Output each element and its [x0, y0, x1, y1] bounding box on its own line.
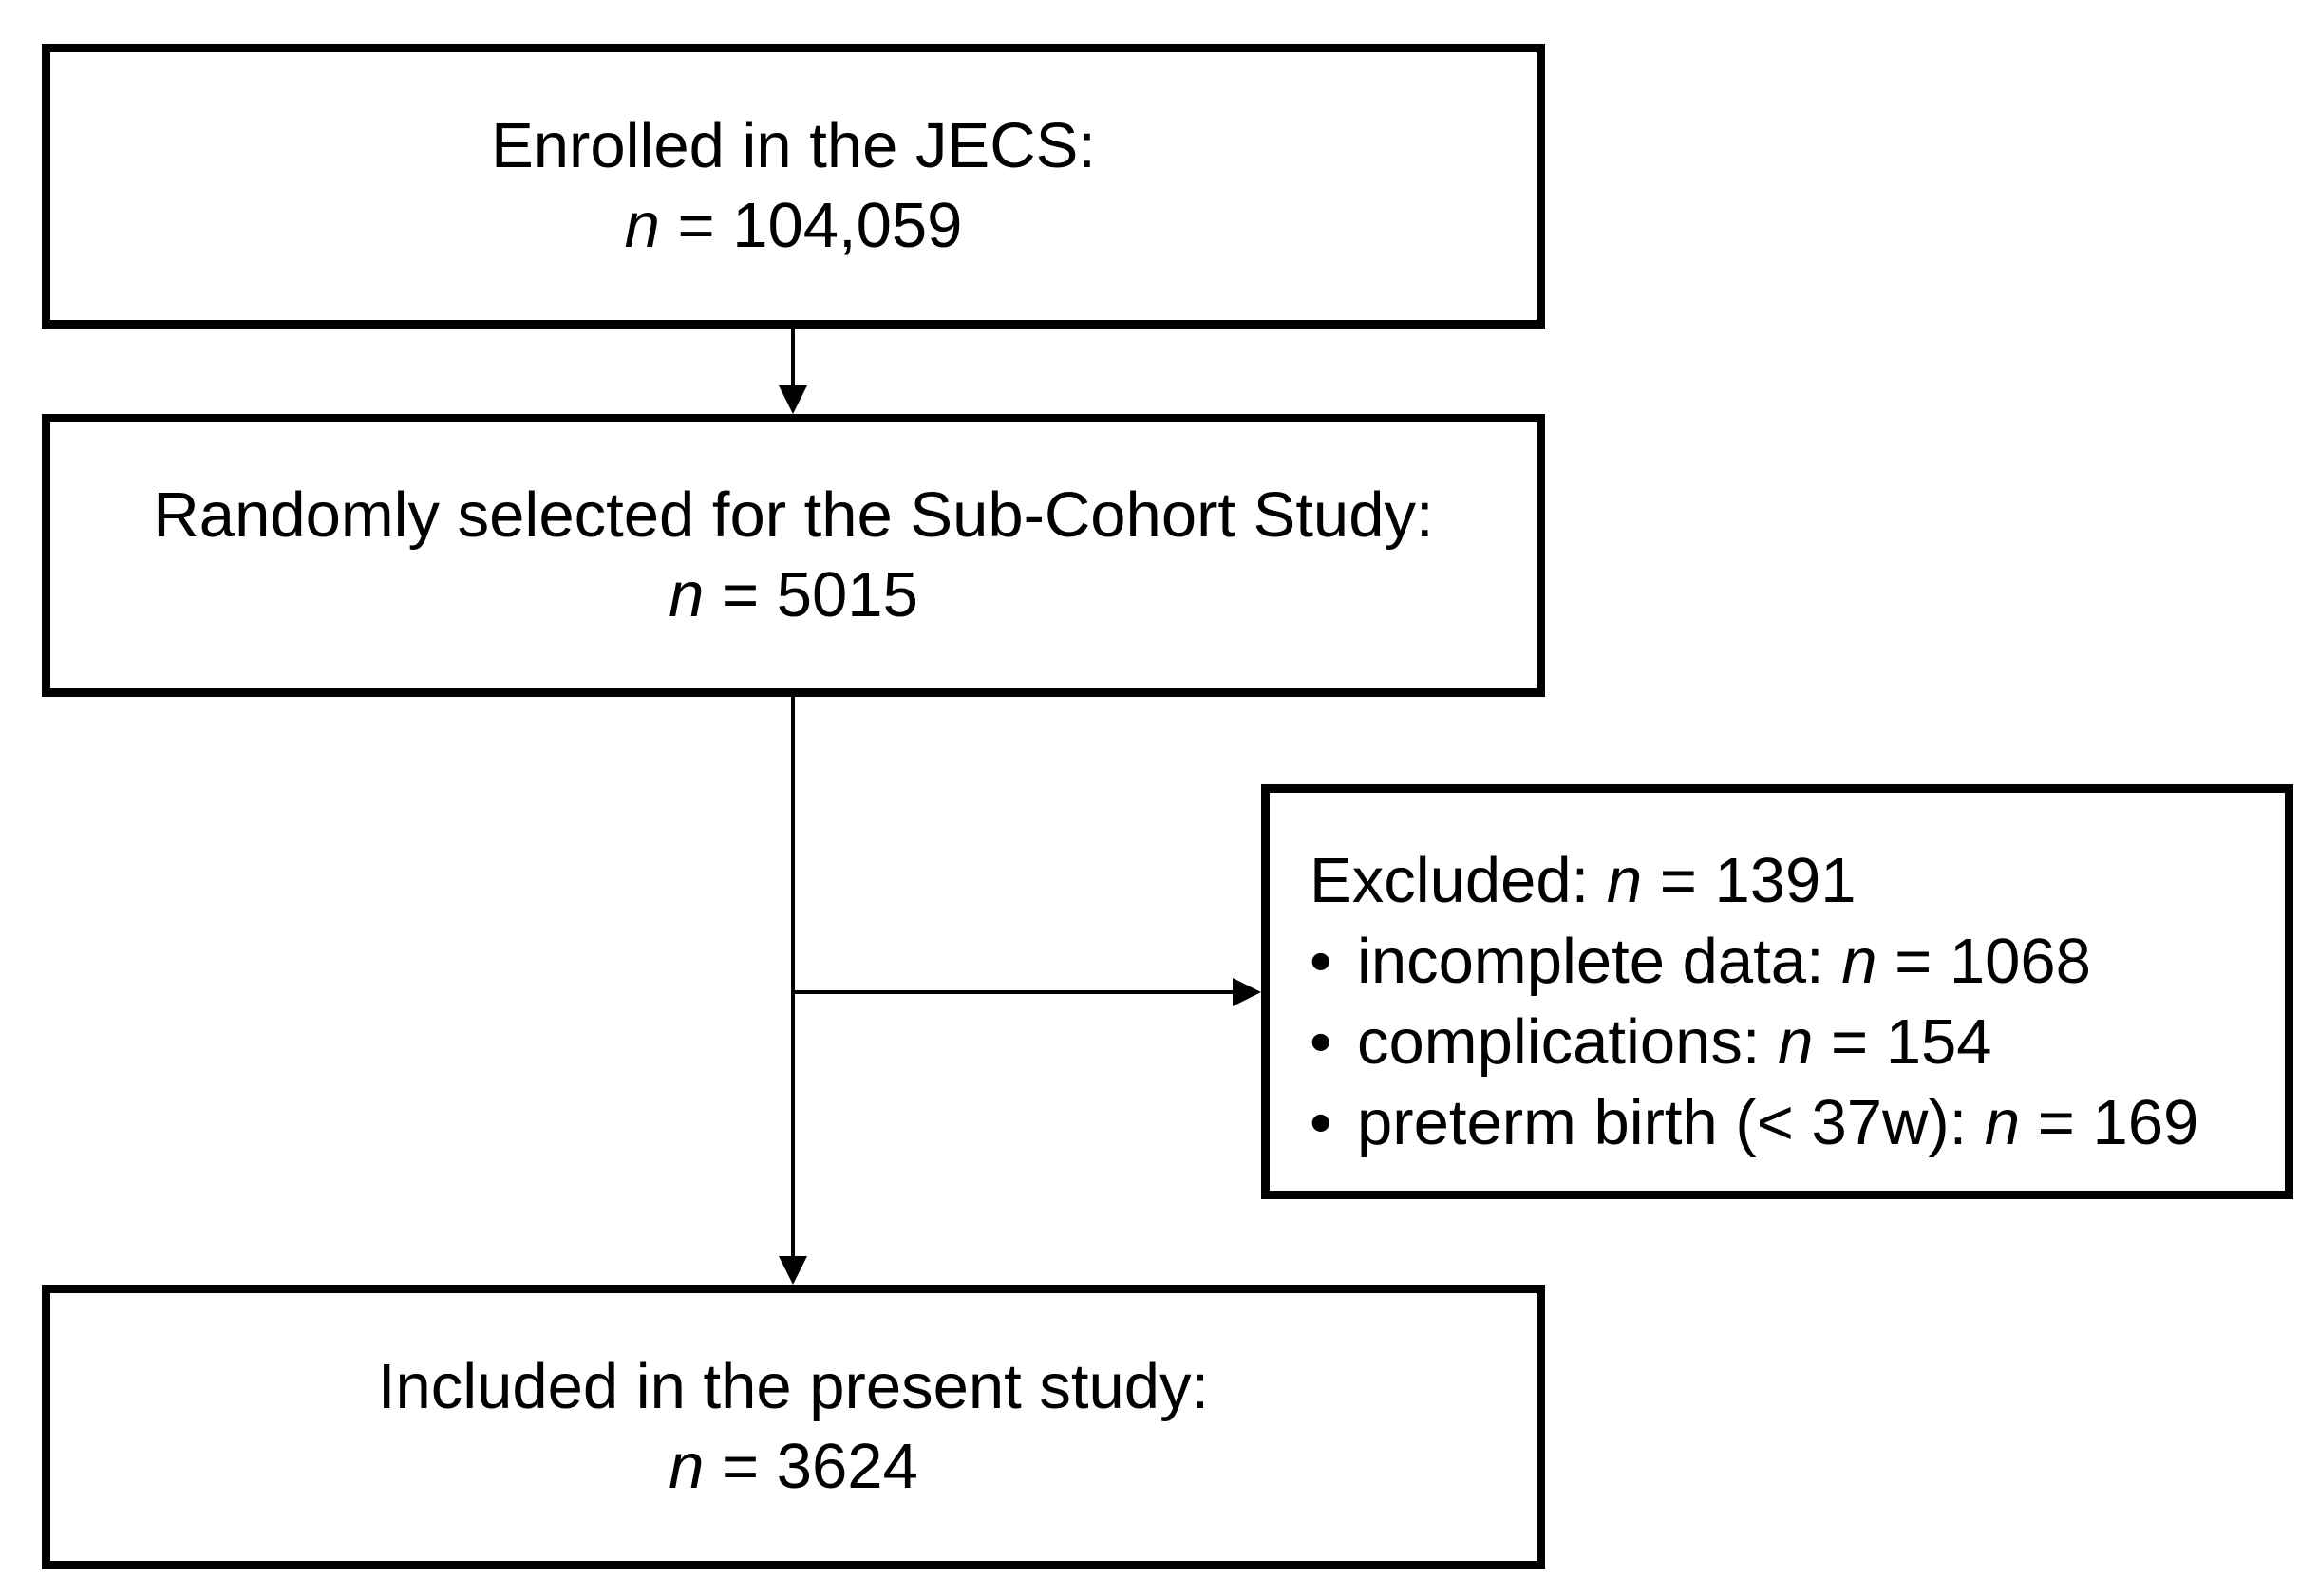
arrowhead-selected	[779, 385, 807, 414]
reason-n-value: = 169	[2020, 1087, 2199, 1158]
included-box: Included in the present study: n = 3624	[42, 1285, 1545, 1569]
selected-n-symbol: n	[669, 559, 705, 630]
enrolled-n-value: = 104,059	[659, 190, 963, 261]
included-count: n = 3624	[669, 1427, 918, 1507]
selected-box: Randomly selected for the Sub-Cohort Stu…	[42, 414, 1545, 697]
excluded-reason-incomplete: • incomplete data: n = 1068	[1310, 921, 2285, 1002]
reason-n-value: = 154	[1813, 1006, 1992, 1078]
reason-label: complications:	[1357, 1006, 1779, 1078]
bullet: •	[1310, 926, 1332, 997]
excluded-header: Excluded: n = 1391	[1310, 840, 2285, 921]
enrolled-n-symbol: n	[624, 190, 660, 261]
excluded-reason-complications: • complications: n = 154	[1310, 1002, 2285, 1082]
excluded-n-value: = 1391	[1642, 845, 1857, 916]
bullet: •	[1310, 1006, 1332, 1078]
reason-n-symbol: n	[1984, 1087, 2021, 1158]
enrolled-box: Enrolled in the JECS: n = 104,059	[42, 44, 1545, 329]
included-n-value: = 3624	[704, 1431, 918, 1502]
reason-n-value: = 1068	[1876, 926, 2091, 997]
arrowhead-excluded	[1233, 978, 1261, 1006]
excluded-box: Excluded: n = 1391 • incomplete data: n =…	[1261, 784, 2293, 1199]
bullet: •	[1310, 1087, 1332, 1158]
reason-label: preterm birth (< 37w):	[1357, 1087, 1985, 1158]
selected-count: n = 5015	[669, 555, 918, 635]
included-label: Included in the present study:	[377, 1351, 1210, 1422]
arrowhead-included	[779, 1256, 807, 1285]
enrolled-label: Enrolled in the JECS:	[491, 110, 1096, 181]
enrolled-count: n = 104,059	[625, 186, 963, 266]
included-n-symbol: n	[669, 1431, 705, 1502]
selected-n-value: = 5015	[704, 559, 918, 630]
selected-label: Randomly selected for the Sub-Cohort Stu…	[153, 479, 1434, 551]
reason-n-symbol: n	[1841, 926, 1877, 997]
excluded-n-symbol: n	[1606, 845, 1643, 916]
reason-n-symbol: n	[1778, 1006, 1814, 1078]
excluded-reason-preterm: • preterm birth (< 37w): n = 169	[1310, 1082, 2285, 1163]
reason-label: incomplete data:	[1357, 926, 1842, 997]
excluded-label: Excluded:	[1310, 845, 1607, 916]
